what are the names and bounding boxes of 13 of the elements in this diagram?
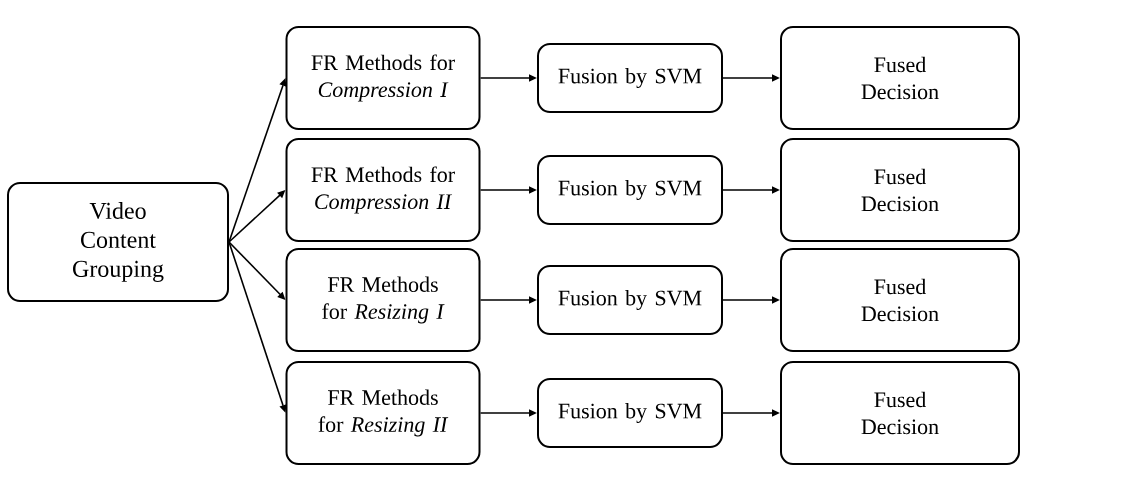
process-box: Fused Decision [780, 248, 1020, 352]
process-box: FR Methods for Compression II [285, 138, 481, 242]
process-box: Fused Decision [780, 361, 1020, 465]
process-box: FR Methods for Resizing I [285, 248, 481, 352]
process-box: FR Methods for Resizing II [285, 361, 481, 465]
process-box: Video Content Grouping [7, 182, 229, 302]
process-box: Fused Decision [780, 138, 1020, 242]
process-box: Fused Decision [780, 26, 1020, 130]
process-box: Fusion by SVM [537, 265, 723, 335]
process-box: Fusion by SVM [537, 43, 723, 113]
process-box: Fusion by SVM [537, 378, 723, 448]
process-box: Fusion by SVM [537, 155, 723, 225]
process-box: FR Methods for Compression I [285, 26, 481, 130]
